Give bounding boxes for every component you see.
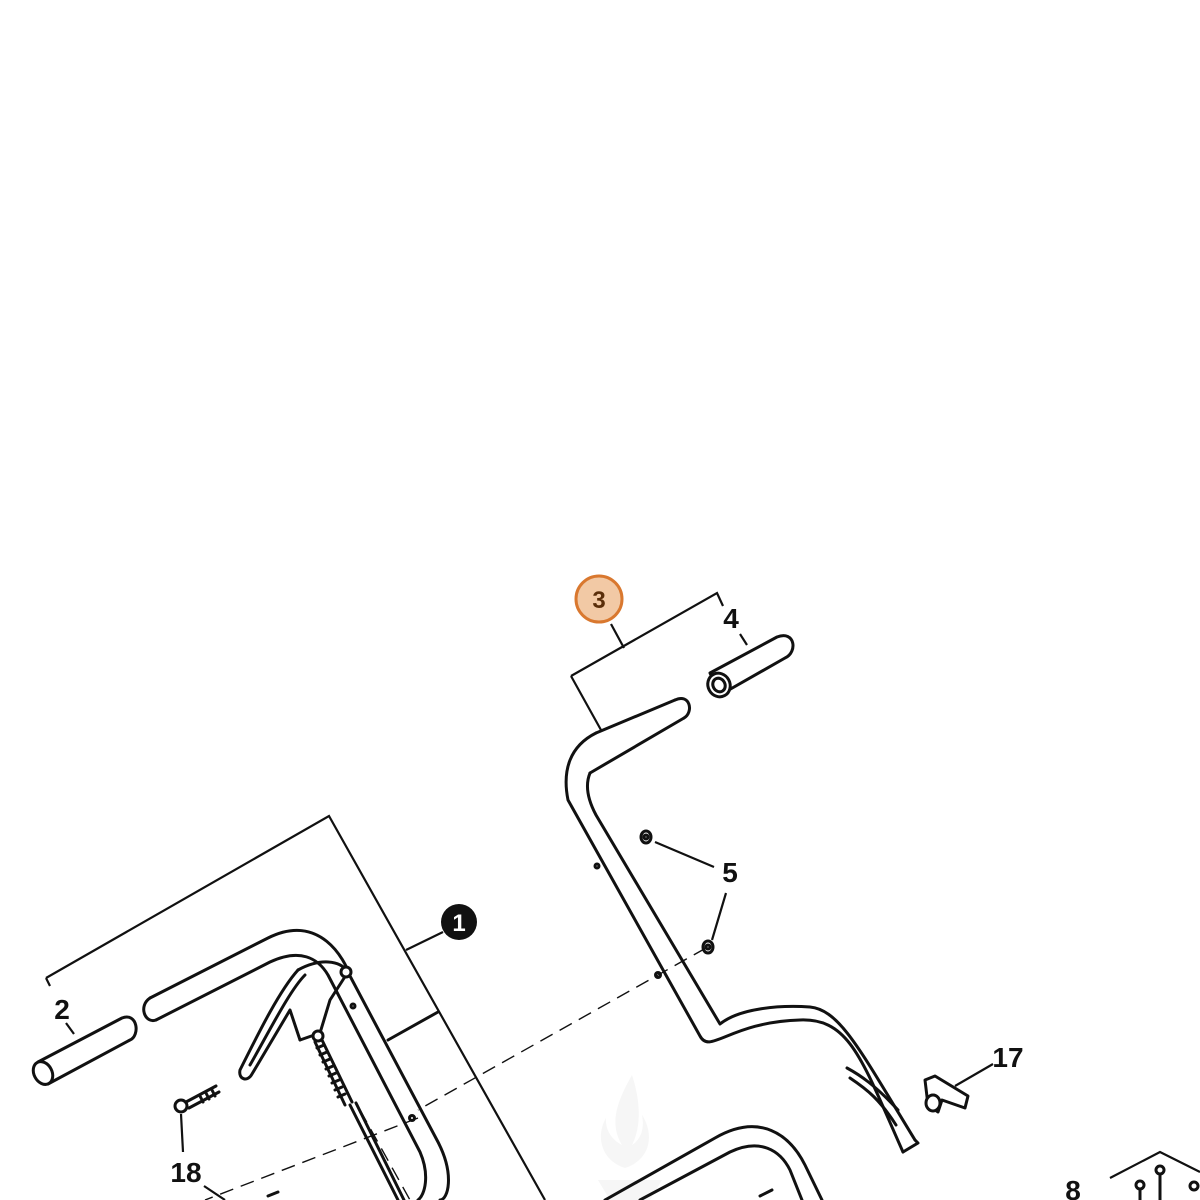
cable-axis <box>359 1109 411 1200</box>
callout-8[interactable]: 8 <box>1065 1175 1081 1200</box>
upper-handlebar <box>564 697 920 1154</box>
lower-grip <box>31 1015 138 1086</box>
leader-4 <box>739 633 748 646</box>
assembly-axis-upper <box>417 947 707 1111</box>
clamp-knob <box>923 1074 970 1114</box>
nut-lower <box>701 939 715 955</box>
callout-18[interactable]: 18 <box>170 1157 201 1188</box>
callout-4[interactable]: 4 <box>723 603 739 634</box>
nut-upper <box>639 829 653 845</box>
bracket-leader-3 <box>570 591 724 731</box>
bracket-assembly <box>1109 1150 1200 1200</box>
callout-3[interactable]: 3 <box>574 574 624 624</box>
screw <box>173 1084 221 1114</box>
flame-watermark-icon <box>598 1075 662 1200</box>
leader-18 <box>179 1113 226 1200</box>
leader-17 <box>954 1063 994 1087</box>
lower-frame <box>266 1125 824 1200</box>
callout-1-label: 1 <box>452 910 465 937</box>
callout-1[interactable]: 1 <box>441 904 477 940</box>
callout-17[interactable]: 17 <box>992 1042 1023 1073</box>
lower-handlebar <box>142 929 450 1200</box>
bracket-leader-1 <box>45 814 546 1200</box>
leader-2 <box>45 977 75 1035</box>
callout-3-highlight <box>574 574 624 624</box>
callout-3-label: 3 <box>592 587 605 614</box>
callout-2[interactable]: 2 <box>54 994 70 1025</box>
callout-5[interactable]: 5 <box>722 857 738 888</box>
assembly-axis-lower <box>204 1117 419 1200</box>
leader-5 <box>654 840 728 941</box>
upper-grip <box>706 634 795 699</box>
callout-1-badge <box>441 904 477 940</box>
